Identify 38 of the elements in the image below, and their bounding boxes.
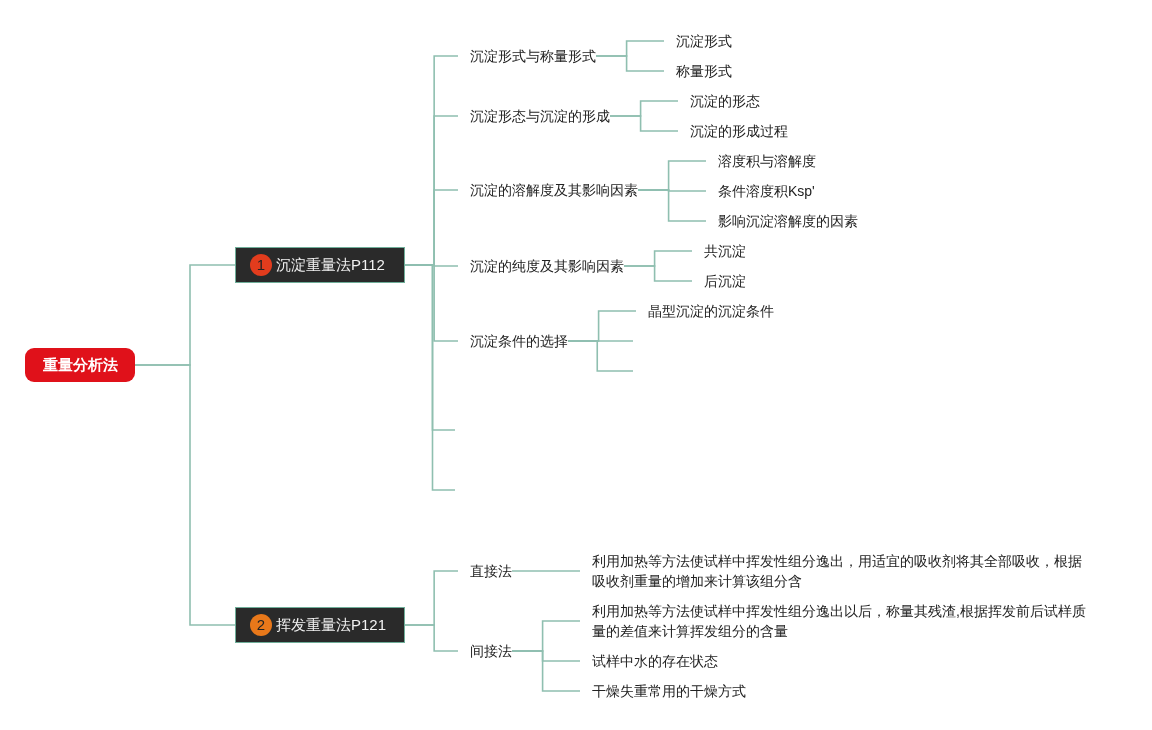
branch-text: 条件溶度积Ksp' bbox=[718, 181, 815, 201]
connector-line bbox=[567, 340, 634, 372]
branch-text: 直接法 bbox=[470, 561, 512, 581]
topic-title: 沉淀重量法P112 bbox=[276, 255, 385, 275]
topic-title: 挥发重量法P121 bbox=[276, 615, 387, 635]
branch-text: 沉淀形式 bbox=[676, 31, 732, 51]
branch-text: 干燥失重常用的干燥方式 bbox=[592, 681, 746, 701]
connector-line bbox=[595, 55, 665, 72]
branch-text: 晶型沉淀的沉淀条件 bbox=[648, 301, 774, 321]
connector-line bbox=[623, 265, 693, 282]
branch-text: 称量形式 bbox=[676, 61, 732, 81]
branch-text: 沉淀形式与称量形式 bbox=[470, 46, 596, 66]
branch-text: 沉淀的形成过程 bbox=[690, 121, 788, 141]
branch-text: 共沉淀 bbox=[704, 241, 746, 261]
root-topic: 重量分析法 bbox=[25, 348, 135, 382]
connector-line bbox=[637, 189, 707, 222]
branch-text: 试样中水的存在状态 bbox=[592, 651, 718, 671]
branch-text: 利用加热等方法使试样中挥发性组分逸出，用适宜的吸收剂将其全部吸收，根据吸收剂重量的增加来计算该组分含 bbox=[592, 551, 1092, 591]
number-badge: 2 bbox=[250, 614, 272, 636]
connector-line bbox=[404, 264, 456, 491]
connector-line bbox=[609, 115, 679, 132]
topic-box bbox=[235, 247, 405, 283]
branch-text: 沉淀的形态 bbox=[690, 91, 760, 111]
branch-text: 影响沉淀溶解度的因素 bbox=[718, 211, 858, 231]
branch-text: 间接法 bbox=[470, 641, 512, 661]
number-badge: 1 bbox=[250, 254, 272, 276]
connector-line bbox=[134, 364, 236, 626]
branch-text: 沉淀条件的选择 bbox=[470, 331, 568, 351]
connector-line bbox=[404, 624, 459, 652]
branch-text: 沉淀的溶解度及其影响因素 bbox=[470, 180, 638, 200]
branch-text: 沉淀的纯度及其影响因素 bbox=[470, 256, 624, 276]
branch-text: 溶度积与溶解度 bbox=[718, 151, 816, 171]
topic-box bbox=[235, 607, 405, 643]
branch-text: 沉淀形态与沉淀的形成 bbox=[470, 106, 610, 126]
branch-text: 后沉淀 bbox=[704, 271, 746, 291]
connector-line bbox=[511, 570, 581, 572]
connector-line bbox=[511, 650, 581, 692]
branch-text: 利用加热等方法使试样中挥发性组分逸出以后，称量其残渣,根据挥发前后试样质量的差值来计算挥发组分的含量 bbox=[592, 601, 1092, 641]
